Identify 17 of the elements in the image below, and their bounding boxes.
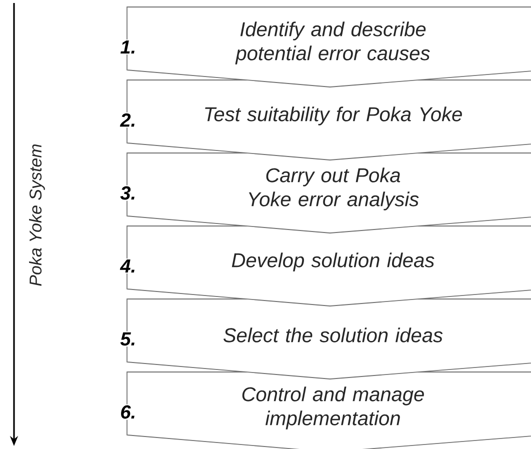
node-label: 3. <box>120 186 134 200</box>
node-label: Test suitability for Poka Yoke <box>205 106 462 126</box>
step-box: 2. Test suitability for Poka Yoke <box>119 80 531 160</box>
step-box: 6. Control and manage implementation <box>119 372 531 449</box>
node-label: 2. <box>120 113 134 127</box>
node-label: 4. <box>120 259 134 273</box>
node-label: Develop solution ideas <box>232 252 434 272</box>
node-label: Identify and describe potential error causes <box>235 22 430 64</box>
node-label: 5. <box>120 332 134 346</box>
node-label: Select the solution ideas <box>224 328 443 342</box>
step-box: 4. Develop solution ideas <box>119 226 531 306</box>
axis-label: Poka Yoke System <box>29 144 45 286</box>
step-box: 5. Select the solution ideas <box>119 298 531 380</box>
node-label: 1. <box>120 40 134 54</box>
step-box: 3. Carry out Poka Yoke error analysis <box>119 152 531 234</box>
step-box: 1. Identify and describe potential error causes <box>119 6 531 88</box>
node-label: Carry out Poka Yoke error analysis <box>248 168 419 210</box>
